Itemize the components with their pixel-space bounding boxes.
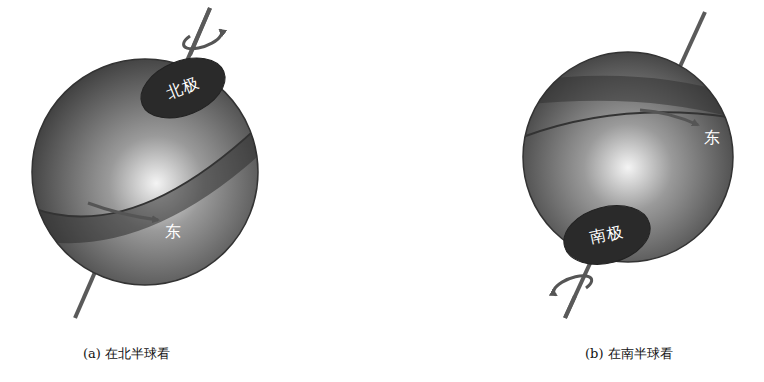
figure-caption: (a) 在北半球看 [83,345,170,363]
figure-caption: (b) 在南半球看 [585,345,673,363]
pole-name: 南极 [588,221,626,249]
direction-label: 东 [704,128,720,149]
direction-label: 东 [165,222,181,243]
